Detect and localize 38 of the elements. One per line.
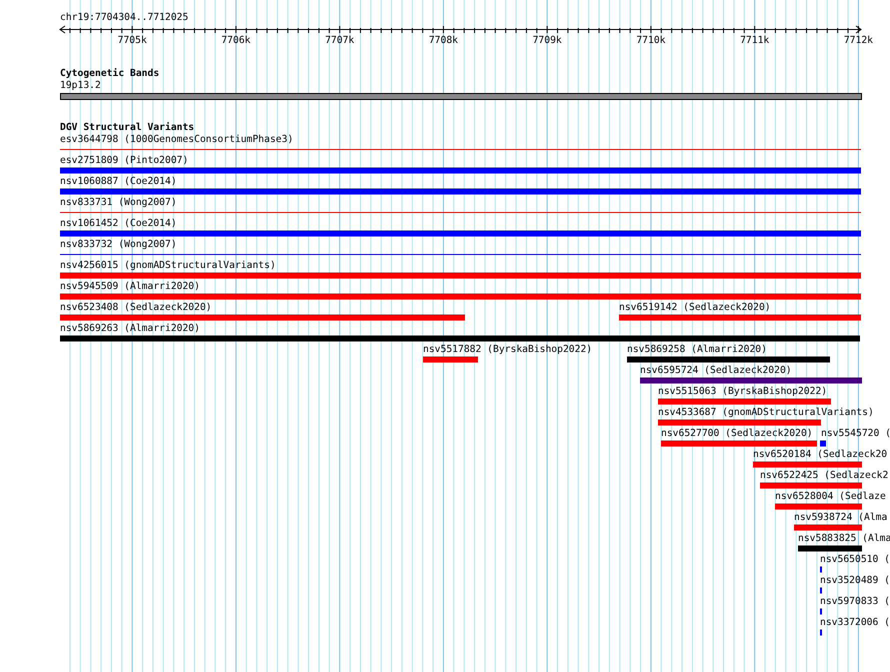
variant-label: nsv6523408 (Sedlazeck2020)	[60, 302, 212, 314]
variant-label: nsv5869258 (Almarri2020)	[627, 344, 767, 356]
variant-label: nsv5945509 (Almarri2020)	[60, 281, 200, 293]
variant-label: nsv5545720 (	[821, 428, 890, 440]
variant-label: nsv6528004 (Sedlaze	[775, 491, 886, 503]
variant-label: nsv5515063 (ByrskaBishop2022)	[658, 386, 828, 398]
variant-label: nsv1061452 (Coe2014)	[60, 218, 177, 230]
variant-label: nsv5938724 (Alma	[794, 512, 888, 524]
variant-label: nsv6519142 (Sedlazeck2020)	[619, 302, 771, 314]
track-heading: Cytogenetic Bands	[60, 68, 160, 80]
tick-label: 7705k	[118, 35, 147, 47]
variant-label: nsv833732 (Wong2007)	[60, 239, 177, 251]
chromosome-position: chr19:7704304..7712025	[60, 12, 188, 24]
variant-label: nsv6520184 (Sedlazeck20	[753, 449, 888, 461]
tick-label: 7712k	[844, 35, 873, 47]
variant-label: nsv3372006 (	[820, 617, 890, 629]
tick-label: 7706k	[221, 35, 251, 47]
variant-label: nsv1060887 (Coe2014)	[60, 176, 177, 188]
variant-label: nsv6527700 (Sedlazeck2020)	[661, 428, 813, 440]
track-heading: DGV Structural Variants	[60, 122, 194, 134]
variant-label: esv3644798 (1000GenomesConsortiumPhase3)	[60, 134, 294, 146]
tick-label: 7711k	[740, 35, 770, 47]
variant-label: nsv4256015 (gnomADStructuralVariants)	[60, 260, 276, 272]
variant-label: nsv6522425 (Sedlazeck2	[760, 470, 888, 482]
tick-label: 7708k	[428, 35, 458, 47]
tick-label: 7707k	[325, 35, 354, 47]
variant-label: esv2751809 (Pinto2007)	[60, 155, 188, 167]
variant-label: nsv4533687 (gnomADStructuralVariants)	[658, 407, 874, 419]
variant-label: nsv5869263 (Almarri2020)	[60, 323, 200, 335]
variant-label: nsv5970833 (	[820, 596, 890, 608]
tick-label: 7709k	[532, 35, 562, 47]
band-label: 19p13.2	[60, 80, 101, 92]
variant-label: nsv5650510 (	[820, 554, 890, 566]
variant-label: nsv6595724 (Sedlazeck2020)	[640, 365, 792, 377]
tick-label: 7710k	[636, 35, 666, 47]
variant-label: nsv3520489 (	[820, 575, 890, 587]
variant-label: nsv5517882 (ByrskaBishop2022)	[423, 344, 592, 356]
variant-label: nsv833731 (Wong2007)	[60, 197, 177, 209]
